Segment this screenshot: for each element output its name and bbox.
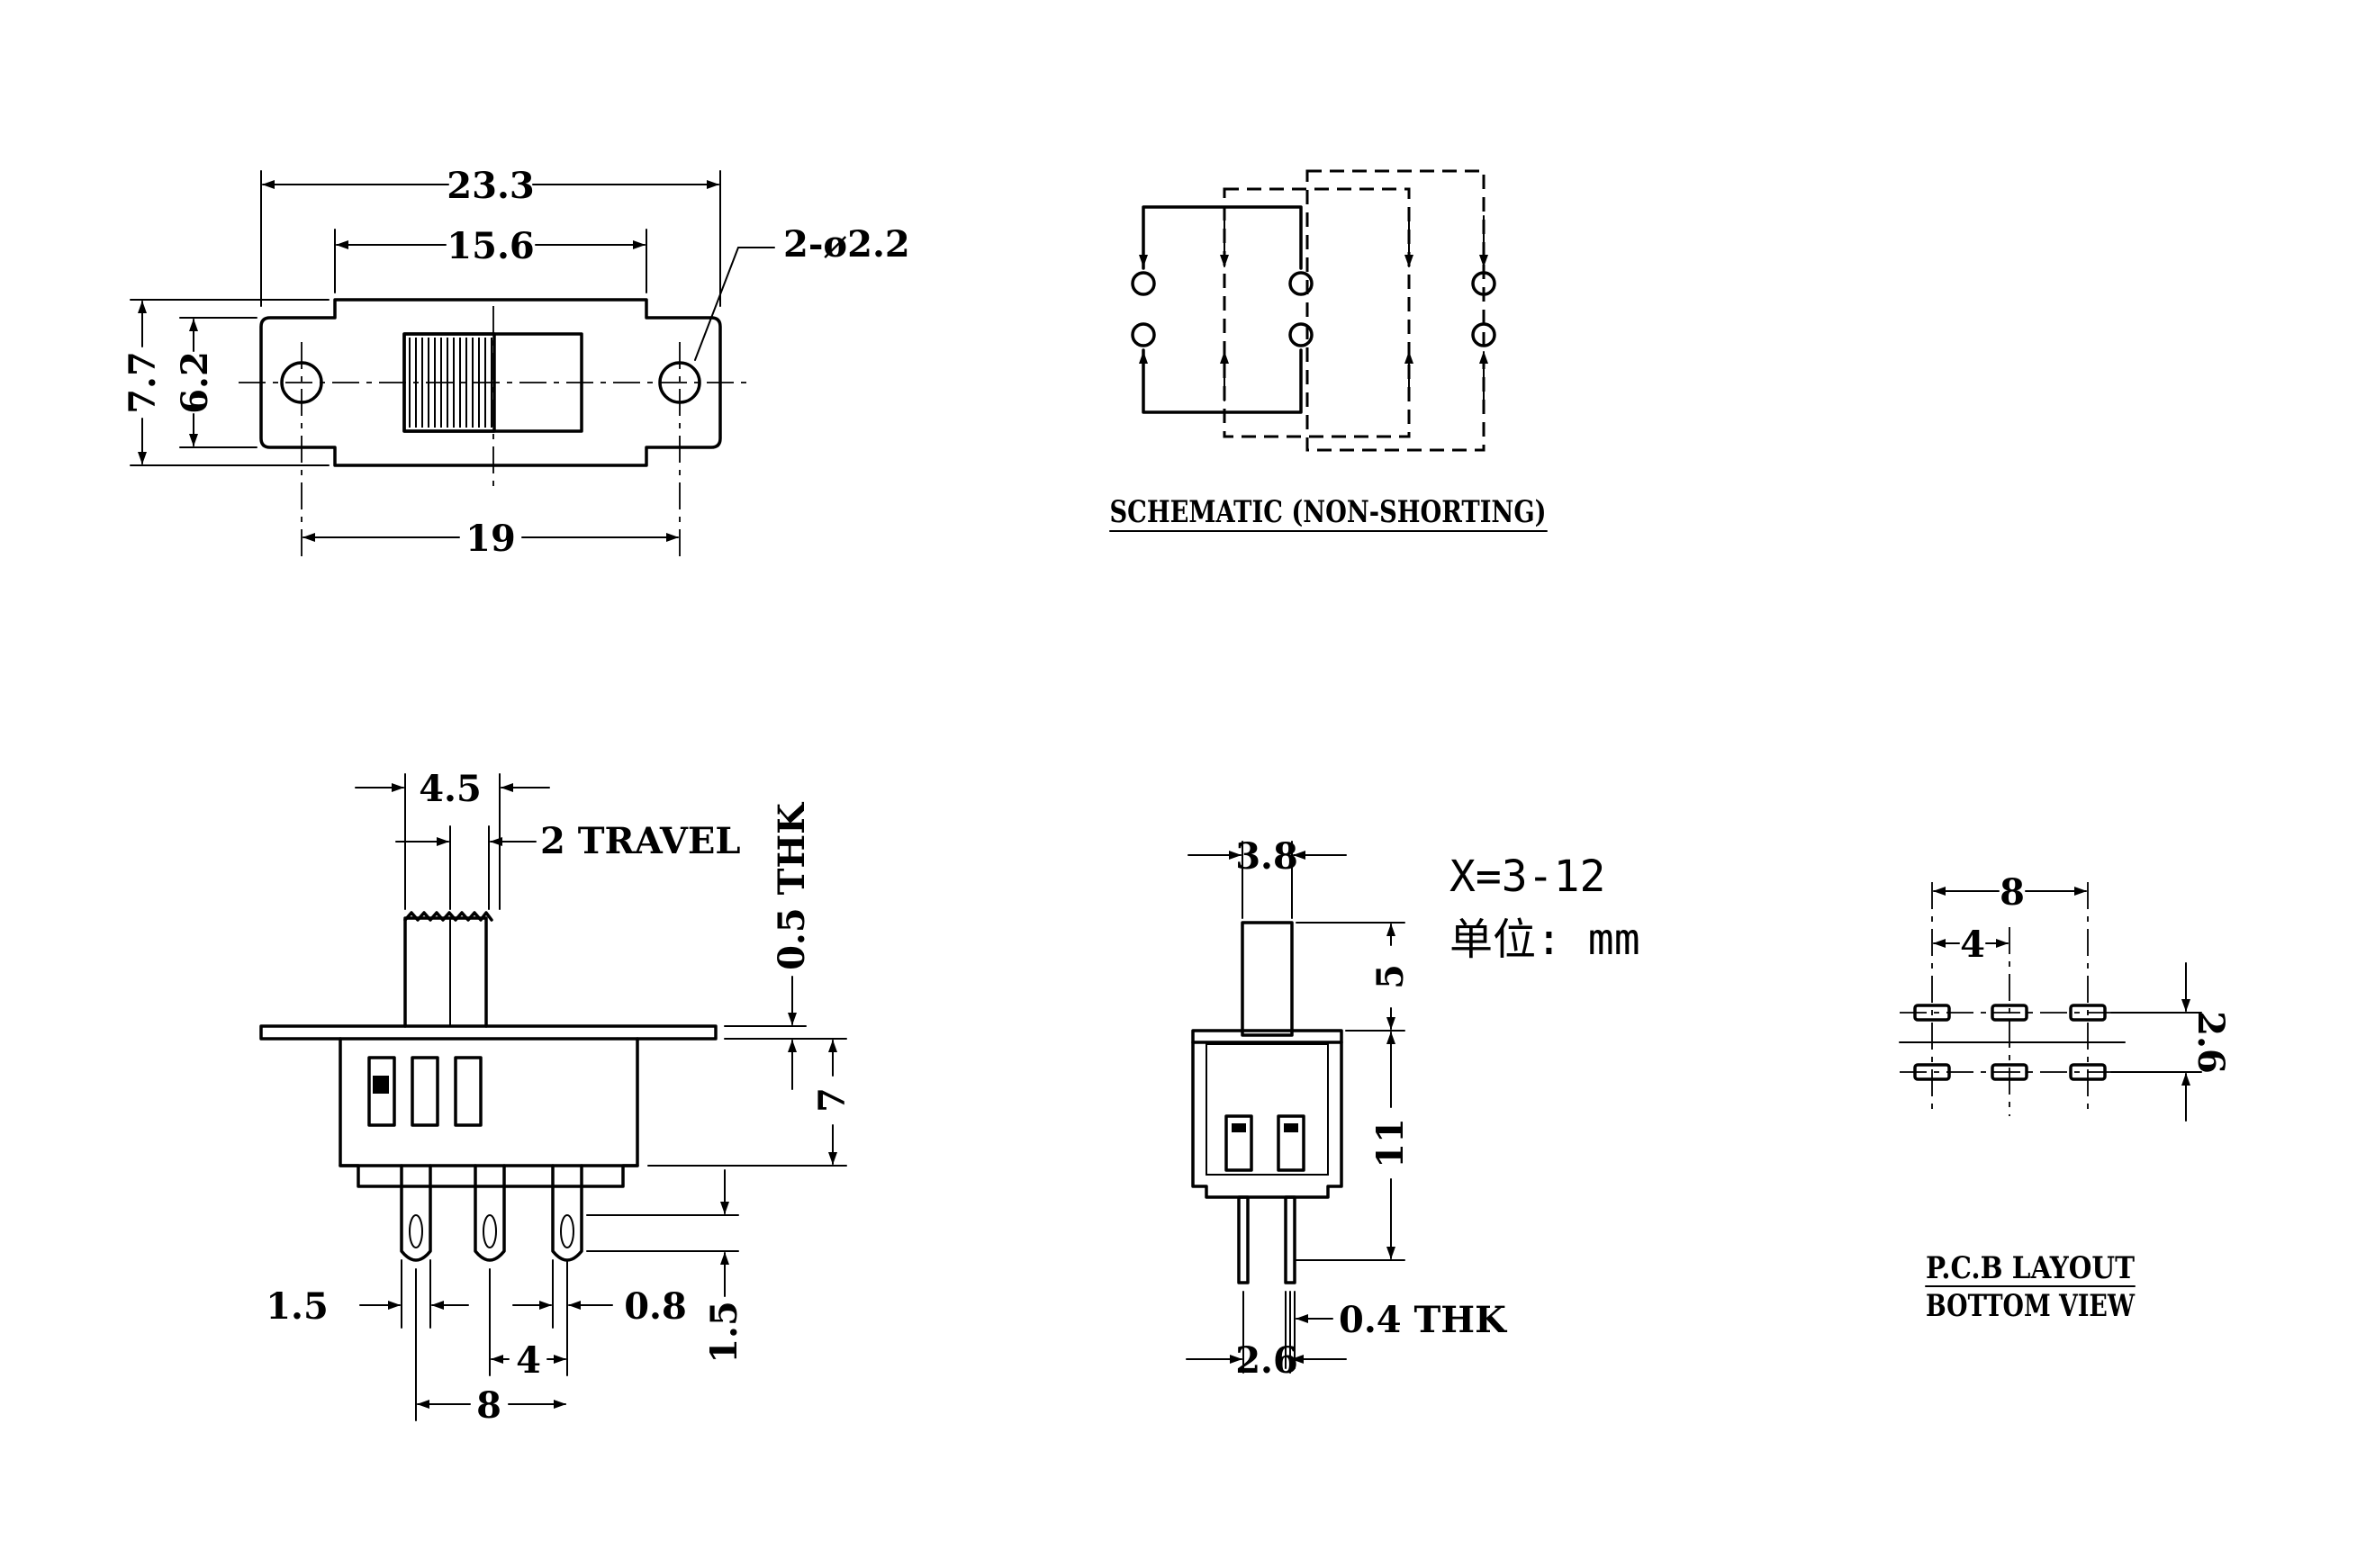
end-view-pin xyxy=(1284,1195,1296,1284)
dim-end-actuator-width: 3.8 xyxy=(1235,835,1298,878)
schematic-contact xyxy=(1288,322,1314,347)
schematic-dashed-box-2 xyxy=(1305,169,1486,452)
side-view-pin-hole xyxy=(409,1214,423,1248)
side-view-pin-hole xyxy=(483,1214,497,1248)
side-view-window xyxy=(367,1056,396,1127)
side-view-pins xyxy=(400,1164,583,1262)
pcb-pad xyxy=(1991,1004,2028,1022)
schematic-caption: SCHEMATIC (NON-SHORTING) xyxy=(1110,494,1547,530)
side-view-actuator-knurl xyxy=(403,911,493,922)
top-view: 23.3 15.6 2-ø2.2 7.7 6.2 19 xyxy=(122,165,910,560)
end-view: 3.8 X=3-12 单位: mm 5 11 0.4 THK 2.6 xyxy=(1186,835,1640,1382)
side-view-pin-3 xyxy=(551,1164,583,1262)
dim-plate-thickness: 0.5 THK xyxy=(771,802,813,970)
side-view: 4.5 2 TRAVEL 0.5 THK 7 1.5 1.5 xyxy=(259,768,853,1427)
dim-pcb-row-pitch: 2.6 xyxy=(2190,1011,2232,1074)
pcb-caption-line1: P.C.B LAYOUT xyxy=(1926,1250,2135,1286)
dim-pin-span: 8 xyxy=(476,1384,501,1427)
dim-end-pin-spacing: 2.6 xyxy=(1235,1339,1298,1382)
dim-end-actuator-height: 5 xyxy=(1369,964,1412,989)
top-view-plate-outline xyxy=(259,298,722,467)
schematic-dashed-box-1 xyxy=(1223,187,1411,438)
dim-pcb-col-span: 8 xyxy=(2000,871,2025,914)
dim-end-body-height: 11 xyxy=(1369,1118,1412,1168)
dim-body-width: 6.2 xyxy=(174,351,216,414)
end-view-contact-mark xyxy=(1232,1123,1246,1132)
dim-overall-width: 7.7 xyxy=(122,351,164,414)
side-view-window xyxy=(454,1056,483,1127)
side-view-pin-hole xyxy=(560,1214,574,1248)
dim-slot-length: 15.6 xyxy=(447,225,534,267)
pcb-layout: 8 4 2.6 P.C.B LAYOUT BOTTOM VIEW xyxy=(1899,871,2232,1324)
dim-pin-width: 1.5 xyxy=(266,1285,329,1328)
dim-pcb-col-pitch: 4 xyxy=(1960,924,1985,966)
dim-travel: 2 TRAVEL xyxy=(540,820,741,862)
schematic-contact xyxy=(1131,322,1156,347)
side-view-actuator xyxy=(403,916,488,1028)
side-view-plate xyxy=(259,1024,718,1041)
pcb-caption-line2: BOTTOM VIEW xyxy=(1926,1288,2136,1324)
actuator-height-label: X=3-12 xyxy=(1449,852,1605,902)
dim-pin-pitch: 4 xyxy=(516,1339,541,1382)
end-view-contact xyxy=(1277,1114,1305,1172)
side-view-window-mark xyxy=(373,1076,389,1094)
end-view-actuator xyxy=(1241,921,1294,1037)
side-view-pin-1 xyxy=(400,1164,432,1262)
end-view-housing xyxy=(1191,1029,1343,1199)
side-view-window xyxy=(411,1056,439,1127)
end-view-housing-inner xyxy=(1206,1043,1329,1176)
schematic-contact xyxy=(1288,271,1314,296)
schematic-link-solid-top xyxy=(1142,205,1303,270)
end-view-contact xyxy=(1224,1114,1253,1172)
schematic-contact xyxy=(1131,271,1156,296)
unit-label: 单位: mm xyxy=(1449,915,1640,965)
dim-pin-thickness: 0.8 xyxy=(624,1285,687,1328)
schematic: SCHEMATIC (NON-SHORTING) xyxy=(1109,169,1548,532)
end-view-contact-mark xyxy=(1284,1123,1298,1132)
dim-pin-length: 1.5 xyxy=(703,1301,745,1364)
side-view-pin-2 xyxy=(474,1164,506,1262)
dim-overall-length: 23.3 xyxy=(447,165,534,207)
schematic-link-solid-bottom xyxy=(1142,348,1303,414)
dim-hole-pitch: 19 xyxy=(465,518,516,560)
hole-leader xyxy=(694,247,775,361)
dim-end-pin-thickness: 0.4 THK xyxy=(1339,1299,1507,1341)
dim-body-height: 7 xyxy=(811,1087,853,1113)
dim-mounting-holes: 2-ø2.2 xyxy=(783,223,910,266)
end-view-pin xyxy=(1237,1195,1250,1284)
dim-actuator-width: 4.5 xyxy=(419,768,482,810)
